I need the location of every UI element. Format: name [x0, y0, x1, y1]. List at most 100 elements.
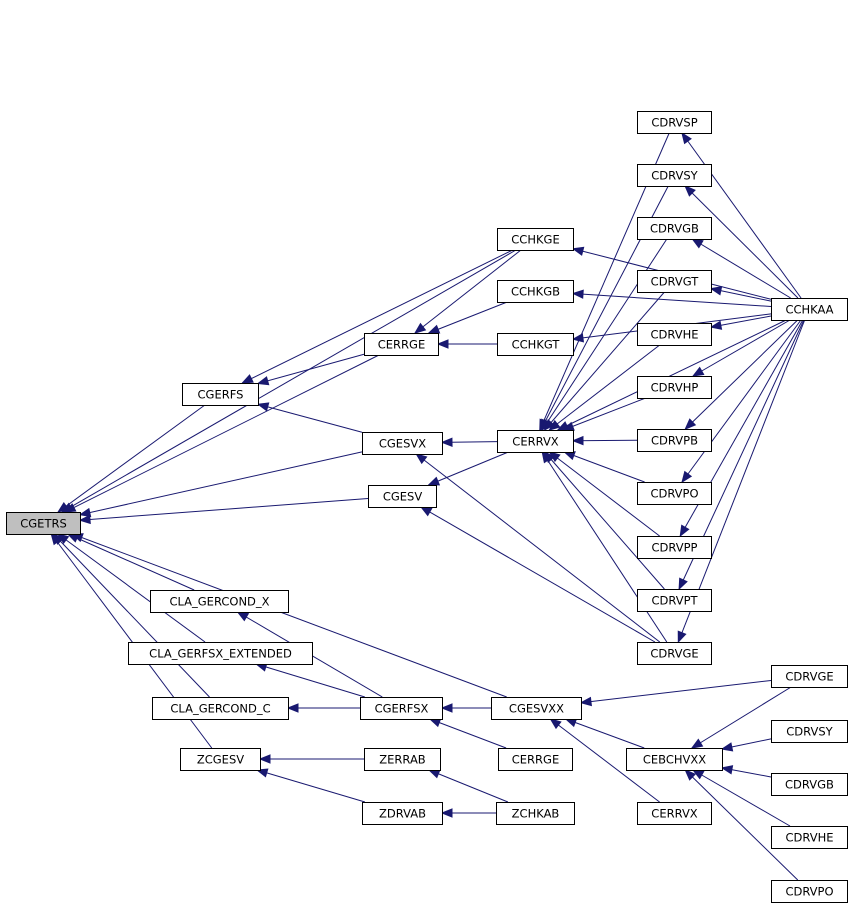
node-box-cebchvxx[interactable]: [626, 748, 723, 771]
node-label-cdrvge: CDRVGE: [650, 647, 698, 661]
node-box-cdrvsy[interactable]: [637, 164, 712, 187]
node-cgerfs[interactable]: CGERFS: [182, 383, 259, 406]
node-box-cdrvhp[interactable]: [637, 376, 712, 399]
node-box-cdrvsp[interactable]: [637, 111, 712, 134]
node-cla_gercond_c[interactable]: CLA_GERCOND_C: [152, 697, 289, 720]
node-cdrvsy2[interactable]: CDRVSY: [771, 720, 848, 743]
node-cdrvpo2[interactable]: CDRVPO: [771, 880, 848, 903]
node-cdrvpp[interactable]: CDRVPP: [637, 536, 712, 559]
arrowhead-cchkaa-to-cdrvhp: [691, 366, 705, 377]
node-cdrvsy[interactable]: CDRVSY: [637, 164, 712, 187]
node-cdrvgb2[interactable]: CDRVGB: [771, 773, 848, 796]
node-box-cdrvsy2[interactable]: [771, 720, 848, 743]
node-box-cerrge2[interactable]: [498, 748, 573, 771]
node-cgesvx[interactable]: CGESVX: [362, 432, 443, 455]
node-label-cchkge: CCHKGE: [511, 233, 559, 247]
node-cdrvgb[interactable]: CDRVGB: [637, 217, 712, 240]
arrowhead-cchkaa-to-cdrvgb: [691, 238, 704, 249]
node-cdrvhp[interactable]: CDRVHP: [637, 376, 712, 399]
node-cgesvxx[interactable]: CGESVXX: [491, 697, 582, 720]
edge-cgesv-to-cgetrs: [79, 498, 369, 521]
node-box-cchkgt[interactable]: [497, 333, 574, 356]
node-box-cerrvx2[interactable]: [637, 802, 712, 825]
node-cdrvge2[interactable]: CDRVGE: [771, 665, 848, 688]
node-box-cchkge[interactable]: [497, 228, 574, 251]
node-box-zchkab[interactable]: [496, 802, 575, 825]
node-cdrvpo[interactable]: CDRVPO: [637, 482, 712, 505]
node-box-cerrvx[interactable]: [497, 430, 574, 453]
edge-cgesvx-to-cgerfs: [257, 403, 363, 433]
node-cchkaa[interactable]: CCHKAA: [771, 298, 848, 321]
node-box-cgesvxx[interactable]: [491, 697, 582, 720]
node-box-cla_gercond_c[interactable]: [152, 697, 289, 720]
arrowhead-cerrvx-to-cgesv: [427, 476, 441, 486]
node-label-cdrvge2: CDRVGE: [785, 670, 833, 684]
node-zerrab[interactable]: ZERRAB: [364, 748, 441, 771]
edge-cgerfs-to-cgetrs: [57, 404, 206, 513]
node-box-cdrvpb[interactable]: [637, 429, 712, 452]
node-zdrvab[interactable]: ZDRVAB: [362, 802, 443, 825]
node-box-cdrvgb[interactable]: [637, 217, 712, 240]
node-box-cdrvpp[interactable]: [637, 536, 712, 559]
edge-cchkaa-to-cdrvpo: [681, 319, 802, 483]
node-cdrvge[interactable]: CDRVGE: [637, 642, 712, 665]
node-box-cgetrs[interactable]: [6, 512, 81, 535]
arrowhead-cdrvge-to-cerrvx: [541, 450, 552, 464]
node-cdrvgt[interactable]: CDRVGT: [637, 270, 712, 293]
node-box-cla_gercond_x[interactable]: [150, 590, 289, 613]
node-cla_gercond_x[interactable]: CLA_GERCOND_X: [150, 590, 289, 613]
node-box-cdrvpo[interactable]: [637, 482, 712, 505]
arrowhead-cgesvx-to-cgetrs: [78, 507, 92, 518]
arrowhead-cchkge-to-cgetrs: [60, 502, 74, 513]
node-cgerfsx[interactable]: CGERFSX: [360, 697, 443, 720]
node-box-zerrab[interactable]: [364, 748, 441, 771]
node-box-cdrvpo2[interactable]: [771, 880, 848, 903]
node-cerrvx[interactable]: CERRVX: [497, 430, 574, 453]
node-cdrvhe2[interactable]: CDRVHE: [771, 826, 848, 849]
arrowhead-cgerfsx-to-cla_gercond_c: [286, 703, 299, 713]
node-cerrge[interactable]: CERRGE: [364, 333, 439, 356]
node-box-cla_gerfsx_extended[interactable]: [128, 642, 313, 665]
node-box-cdrvhe[interactable]: [637, 323, 712, 346]
node-cdrvhe[interactable]: CDRVHE: [637, 323, 712, 346]
node-cla_gerfsx_extended[interactable]: CLA_GERFSX_EXTENDED: [128, 642, 313, 665]
edge-cdrvge-to-cerrvx: [541, 451, 668, 643]
node-cdrvpb[interactable]: CDRVPB: [637, 429, 712, 452]
node-box-cchkaa[interactable]: [771, 298, 848, 321]
node-box-cdrvgb2[interactable]: [771, 773, 848, 796]
node-cebchvxx[interactable]: CEBCHVXX: [626, 748, 723, 771]
node-box-cdrvge[interactable]: [637, 642, 712, 665]
node-cerrvx2[interactable]: CERRVX: [637, 802, 712, 825]
node-cerrge2[interactable]: CERRGE: [498, 748, 573, 771]
node-cdrvsp[interactable]: CDRVSP: [637, 111, 712, 134]
node-box-cgerfs[interactable]: [182, 383, 259, 406]
node-box-cdrvge2[interactable]: [771, 665, 848, 688]
arrowhead-cchkaa-to-cdrvpt: [678, 577, 688, 591]
edge-cgerfsx-to-cla_gerfsx_extended: [256, 663, 365, 698]
node-label-cla_gercond_c: CLA_GERCOND_C: [170, 702, 270, 716]
node-cgesv[interactable]: CGESV: [368, 485, 437, 508]
node-box-cdrvpt[interactable]: [637, 589, 712, 612]
edge-cla_gercond_c-to-cgetrs: [53, 533, 210, 698]
node-zchkab[interactable]: ZCHKAB: [496, 802, 575, 825]
arrowhead-cchkaa-to-cdrvpp: [679, 524, 690, 538]
edge-cerrvx2-to-cgesvxx: [550, 718, 660, 803]
node-cchkgb[interactable]: CCHKGB: [497, 280, 574, 303]
node-box-cgerfsx[interactable]: [360, 697, 443, 720]
node-box-cerrge[interactable]: [364, 333, 439, 356]
node-cchkgt[interactable]: CCHKGT: [497, 333, 574, 356]
node-label-cdrvhe2: CDRVHE: [785, 831, 833, 845]
node-box-cgesvx[interactable]: [362, 432, 443, 455]
node-box-cdrvgt[interactable]: [637, 270, 712, 293]
node-cgetrs[interactable]: CGETRS: [6, 512, 81, 535]
arrowhead-cgesv-to-cgetrs: [78, 514, 91, 525]
node-box-zdrvab[interactable]: [362, 802, 443, 825]
node-box-cgesv[interactable]: [368, 485, 437, 508]
node-cchkge[interactable]: CCHKGE: [497, 228, 574, 251]
node-box-cchkgb[interactable]: [497, 280, 574, 303]
node-box-zcgesv[interactable]: [180, 748, 261, 771]
node-cdrvpt[interactable]: CDRVPT: [637, 589, 712, 612]
node-zcgesv[interactable]: ZCGESV: [180, 748, 261, 771]
edge-cerrge-to-cgetrs: [64, 354, 380, 513]
node-box-cdrvhe2[interactable]: [771, 826, 848, 849]
